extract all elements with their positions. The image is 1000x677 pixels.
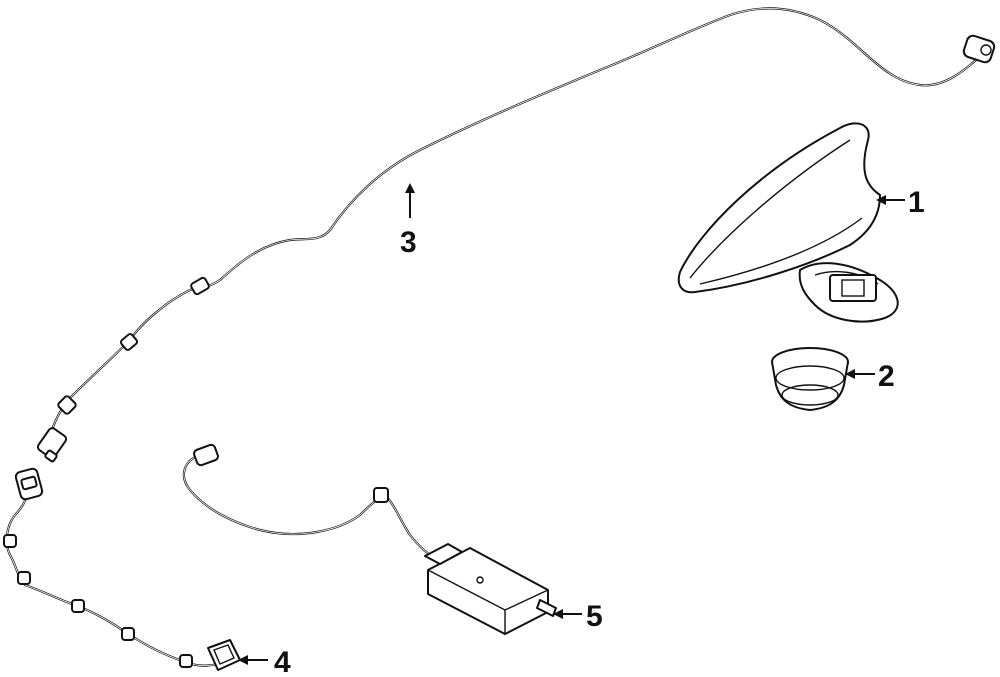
cable-clip xyxy=(121,627,135,641)
callout-2: 2 xyxy=(878,360,895,393)
cable-clip xyxy=(373,487,389,503)
cable-plug xyxy=(36,427,68,463)
cable-clip xyxy=(71,599,85,613)
cable-clip xyxy=(179,654,193,668)
cable-clip xyxy=(120,333,138,351)
amplifier-plug xyxy=(193,443,219,467)
amplifier-box xyxy=(424,543,557,635)
cable-clip xyxy=(190,276,210,296)
cable-end-connector xyxy=(962,34,996,64)
callout-5: 5 xyxy=(586,600,603,633)
callout-leaders xyxy=(238,183,905,665)
shark-fin-antenna-part-1 xyxy=(677,122,899,323)
antenna-amplifier-part-5 xyxy=(182,443,557,635)
antenna-cable-part-4 xyxy=(3,467,241,671)
antenna-cable-part-3 xyxy=(36,7,996,463)
cable-end-connector-4 xyxy=(207,639,241,671)
antenna-seal-part-2 xyxy=(771,347,849,411)
cable-clip xyxy=(57,395,77,415)
cable-clip xyxy=(3,534,17,548)
callout-4: 4 xyxy=(274,646,291,677)
cable-clip xyxy=(17,571,31,585)
callout-3: 3 xyxy=(400,226,417,259)
cable-top-plug xyxy=(14,467,44,501)
callout-1: 1 xyxy=(908,186,925,219)
